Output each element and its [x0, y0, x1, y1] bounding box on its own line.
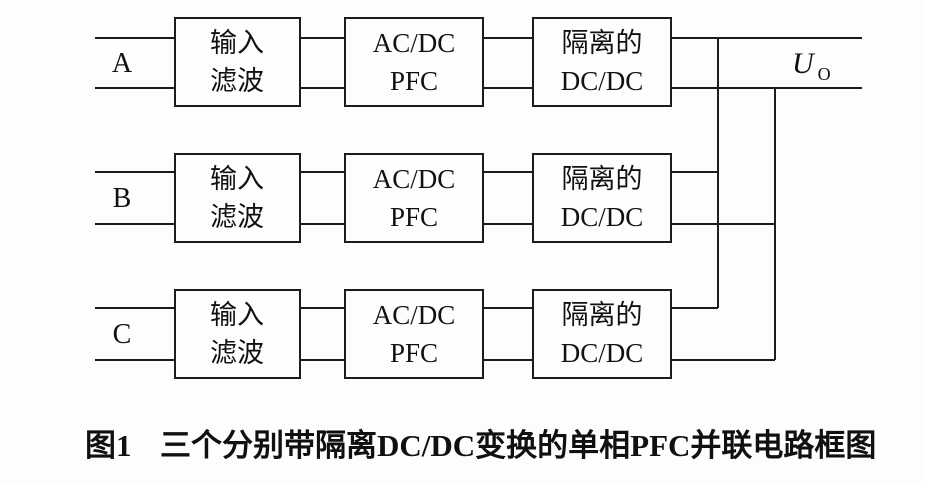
phase-a-label: A: [112, 48, 133, 79]
phase-b-acdc-pfc-block: [343, 152, 485, 244]
phase-b-isolated-dcdc-line2: DC/DC: [561, 202, 644, 232]
phase-b-isolated-dcdc-block: [531, 152, 673, 244]
phase-c-input-filter-line2: 滤波: [210, 338, 264, 368]
phase-b-label: B: [113, 183, 132, 214]
output-bus-group: [717, 38, 776, 360]
output-voltage-subscript: O: [818, 64, 831, 84]
phase-a-acdc-pfc-block: [343, 16, 485, 108]
phase-b-acdc-pfc-line2: PFC: [390, 202, 438, 232]
phase-c-input-filter-line1: 输入: [210, 300, 264, 330]
phase-c-label: C: [113, 319, 132, 350]
phase-a-acdc-pfc-line2: PFC: [390, 66, 438, 96]
phase-a-input-filter-line2: 滤波: [210, 66, 264, 96]
phase-b-acdc-pfc-line1: AC/DC: [373, 164, 456, 194]
phase-a-acdc-pfc-line1: AC/DC: [373, 28, 456, 58]
figure-caption-number: 图1: [85, 428, 132, 463]
output-voltage-label: U O: [792, 47, 831, 84]
phase-b-input-filter-block: [173, 152, 302, 244]
phase-c-acdc-pfc-block: [343, 288, 485, 380]
figure-caption: 图1 三个分别带隔离DC/DC变换的单相PFC并联电路框图: [85, 428, 876, 463]
phase-row-c: C 输入 滤波 AC/DC PFC 隔离的 DC/DC: [95, 288, 775, 380]
phase-c-acdc-pfc-line1: AC/DC: [373, 300, 456, 330]
phase-row-a: A 输入 滤波 AC/DC PFC 隔离的 DC/DC: [95, 16, 862, 108]
phase-c-input-filter-block: [173, 288, 302, 380]
phase-a-input-filter-block: [173, 16, 302, 108]
output-voltage-symbol: U: [792, 47, 816, 80]
phase-a-isolated-dcdc-line1: 隔离的: [562, 28, 643, 58]
phase-row-b: B 输入 滤波 AC/DC PFC 隔离的 DC/DC: [95, 152, 775, 244]
phase-a-input-filter-line1: 输入: [210, 28, 264, 58]
phase-c-acdc-pfc-line2: PFC: [390, 338, 438, 368]
phase-c-isolated-dcdc-line2: DC/DC: [561, 338, 644, 368]
phase-a-isolated-dcdc-line2: DC/DC: [561, 66, 644, 96]
phase-b-isolated-dcdc-line1: 隔离的: [562, 164, 643, 194]
phase-b-input-filter-line1: 输入: [210, 164, 264, 194]
phase-a-isolated-dcdc-block: [531, 16, 673, 108]
phase-b-input-filter-line2: 滤波: [210, 202, 264, 232]
phase-c-isolated-dcdc-block: [531, 288, 673, 380]
phase-c-isolated-dcdc-line1: 隔离的: [562, 300, 643, 330]
figure-caption-text: 三个分别带隔离DC/DC变换的单相PFC并联电路框图: [160, 428, 876, 463]
